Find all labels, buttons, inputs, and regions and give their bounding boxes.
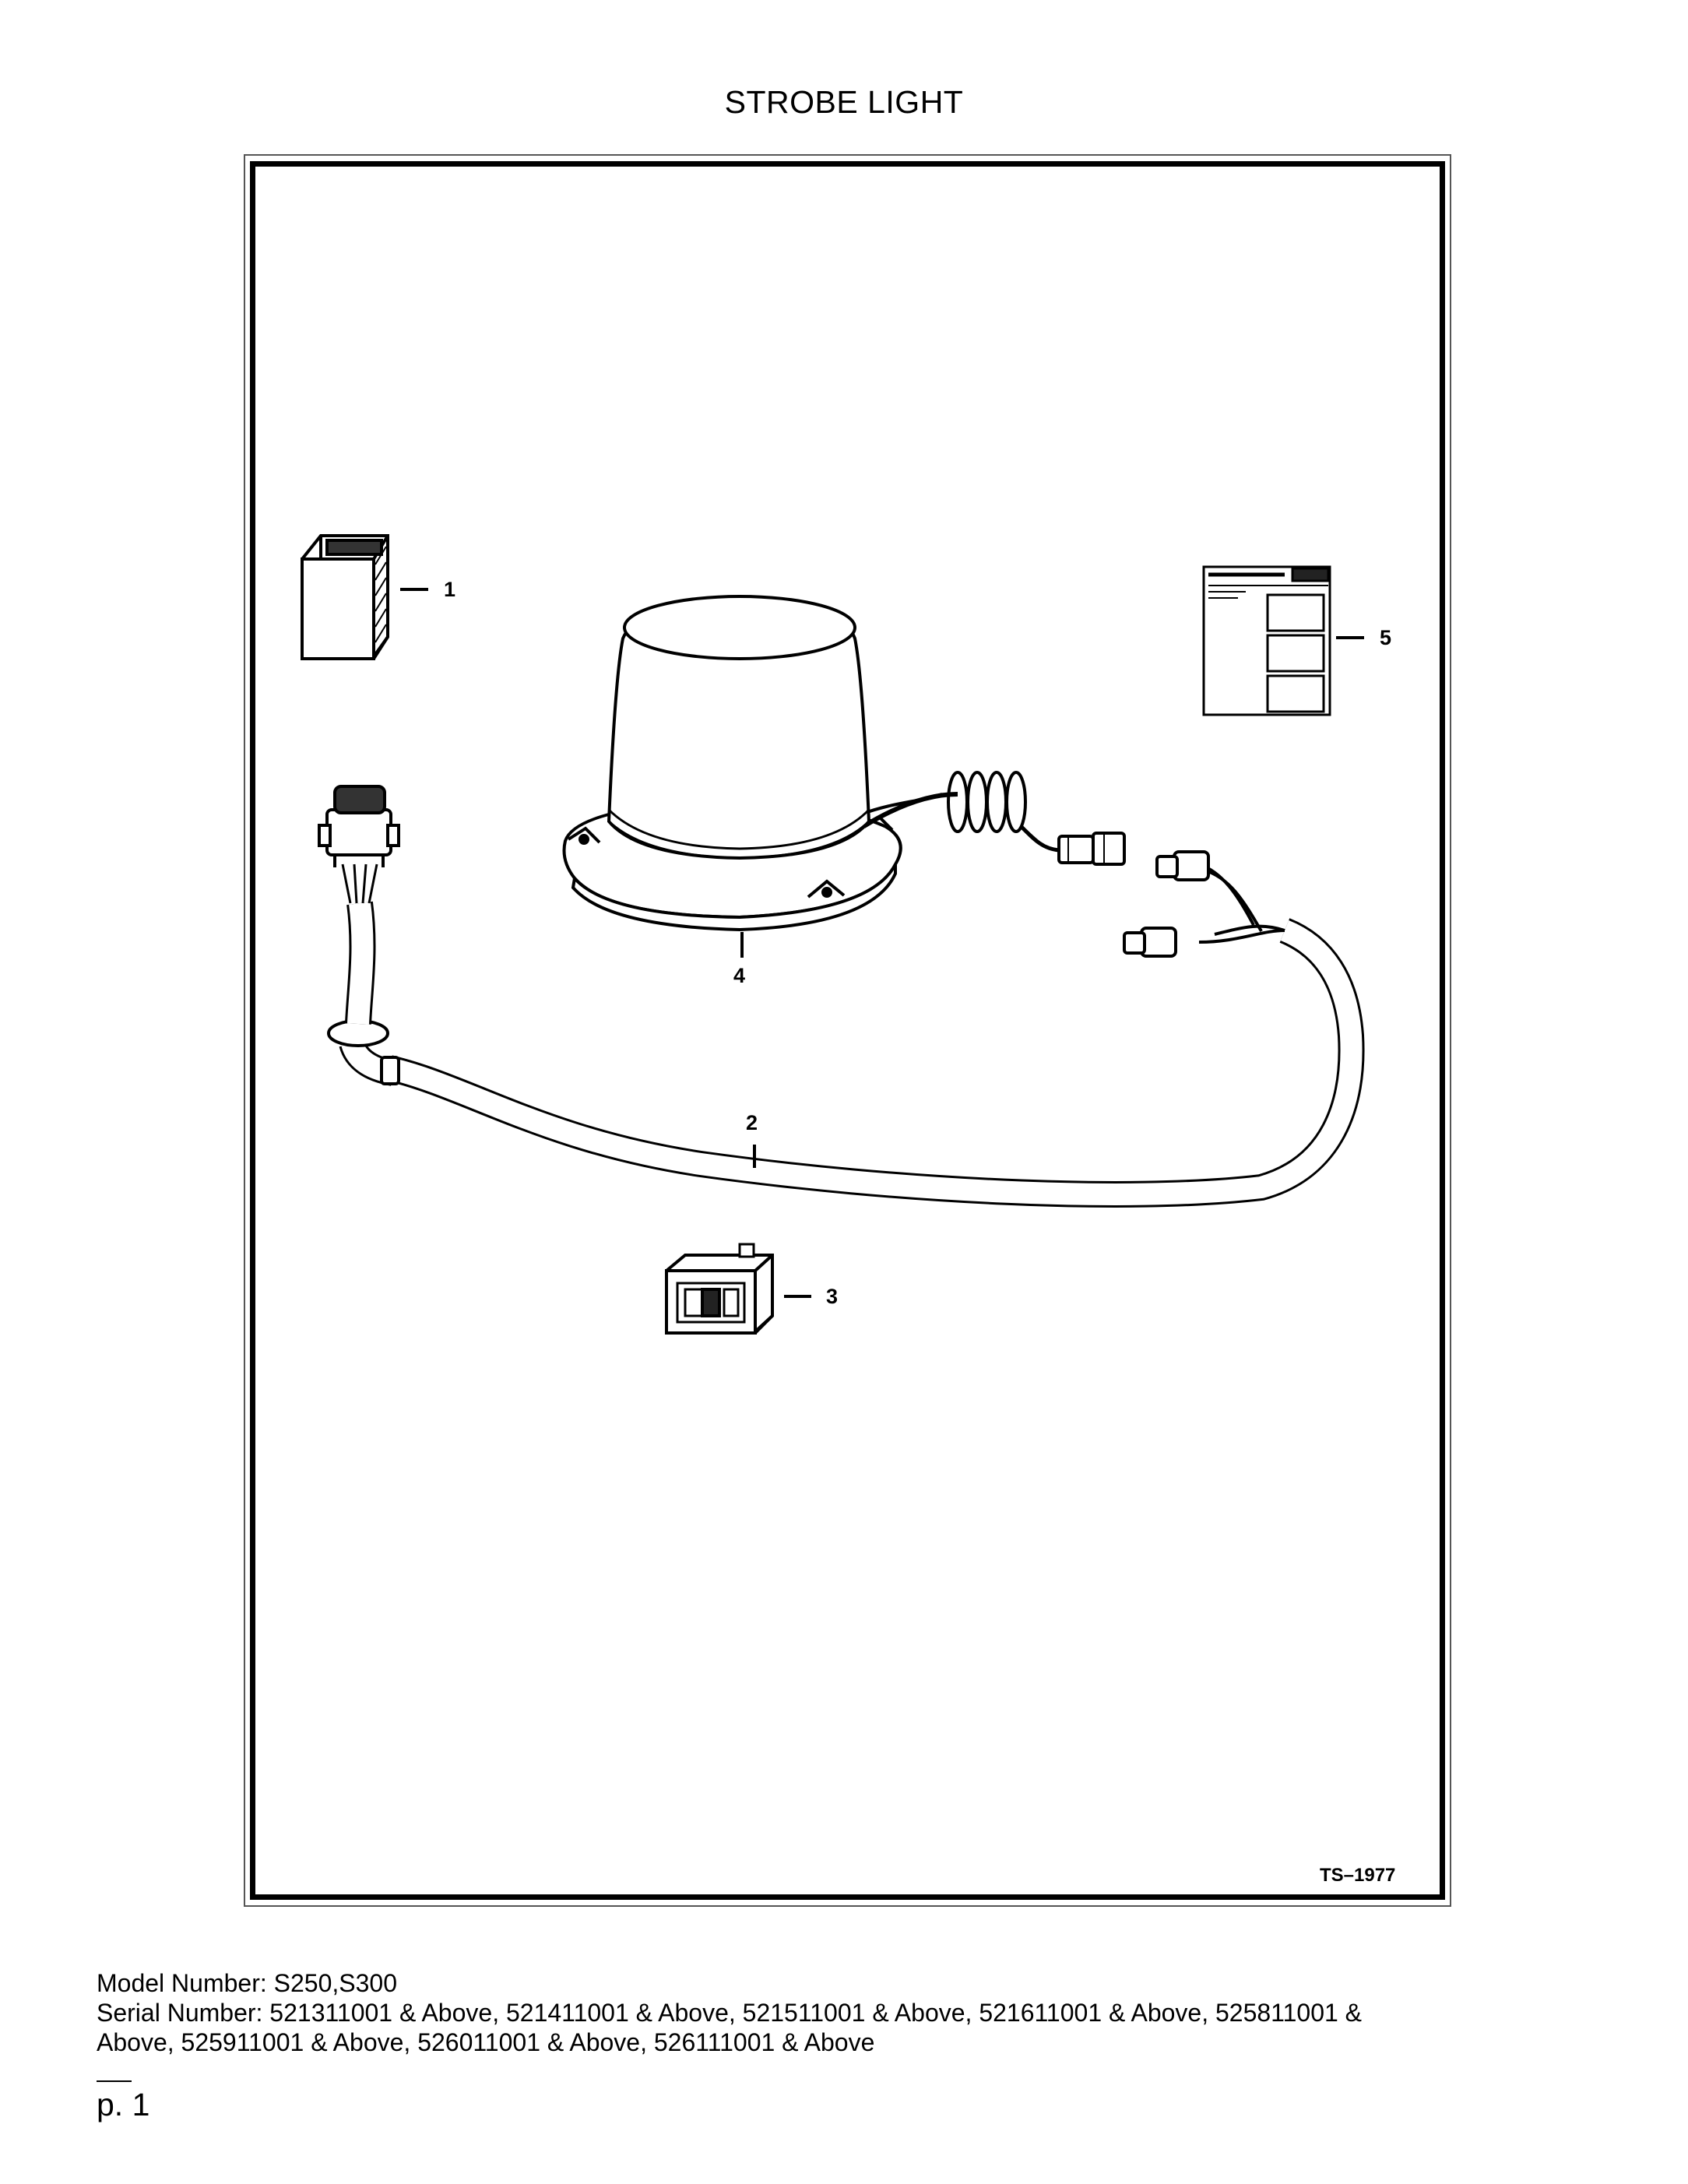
serial-number-line-1: Serial Number: 521311001 & Above, 521411… bbox=[97, 1999, 1363, 2027]
part-3-rocker-switch-icon bbox=[665, 1243, 774, 1335]
callout-5-label: 5 bbox=[1380, 626, 1392, 649]
part-2-wiring-harness-icon bbox=[318, 785, 1365, 1208]
page-title: STROBE LIGHT bbox=[724, 84, 964, 120]
drawing-code: TS–1977 bbox=[1320, 1865, 1396, 1886]
part-5-decal-sheet-icon bbox=[1202, 565, 1331, 716]
callout-1-label: 1 bbox=[444, 578, 456, 601]
serial-number-line-2: Above, 525911001 & Above, 526011001 & Ab… bbox=[97, 2028, 875, 2056]
callout-4-label: 4 bbox=[733, 964, 746, 987]
part-1-module-icon bbox=[301, 534, 389, 660]
part-4-strobe-beacon-icon bbox=[562, 595, 1126, 932]
footer-info: Model Number: S250,S300 Serial Number: 5… bbox=[97, 1968, 1599, 2057]
footer-rule bbox=[97, 2080, 132, 2082]
model-number-line: Model Number: S250,S300 bbox=[97, 1969, 397, 1997]
callout-3-label: 3 bbox=[826, 1285, 839, 1308]
illustration-frame-outer bbox=[244, 154, 1451, 1907]
illustration-frame bbox=[250, 161, 1445, 1900]
page-number: p. 1 bbox=[97, 2087, 150, 2122]
callout-2-label: 2 bbox=[746, 1111, 758, 1134]
